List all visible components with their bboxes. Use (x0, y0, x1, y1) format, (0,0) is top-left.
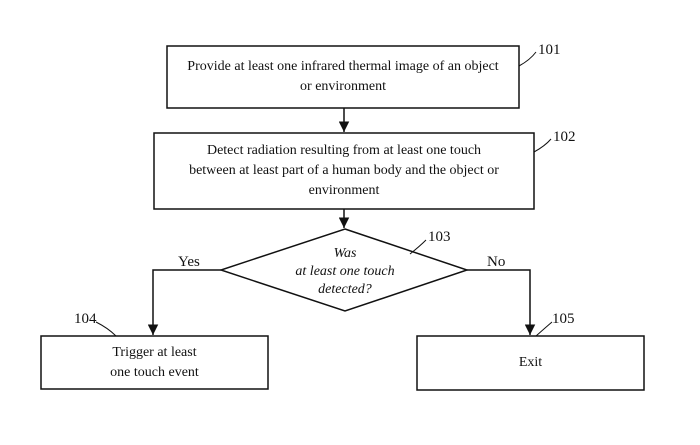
step-105-text: Exit (518, 355, 543, 370)
arrow-no-to-105 (467, 269, 536, 335)
decision-diamond-103 (218, 228, 470, 312)
branch-yes-label: Yes (178, 254, 200, 270)
step-102-text: Detect radiation resulting from at least… (189, 143, 499, 198)
box-104 (40, 335, 269, 390)
leader-101 (518, 51, 537, 67)
ref-101: 101 (538, 42, 561, 58)
box-105 (416, 335, 645, 391)
leader-103 (409, 239, 427, 255)
ref-105: 105 (552, 311, 575, 327)
ref-102: 102 (553, 129, 576, 145)
arrow-yes-to-104 (147, 269, 221, 335)
leader-105 (535, 321, 553, 337)
leader-102 (533, 138, 552, 153)
step-101-text: Provide at least one infrared thermal im… (187, 59, 499, 94)
step-104-text: Trigger at least one touch event (110, 344, 199, 380)
ref-103: 103 (428, 229, 451, 245)
box-101 (166, 45, 520, 109)
leader-104 (95, 321, 117, 337)
decision-103-text: Was at least one touch detected? (295, 246, 395, 297)
branch-no-label: No (487, 254, 506, 270)
ref-104: 104 (74, 311, 97, 327)
